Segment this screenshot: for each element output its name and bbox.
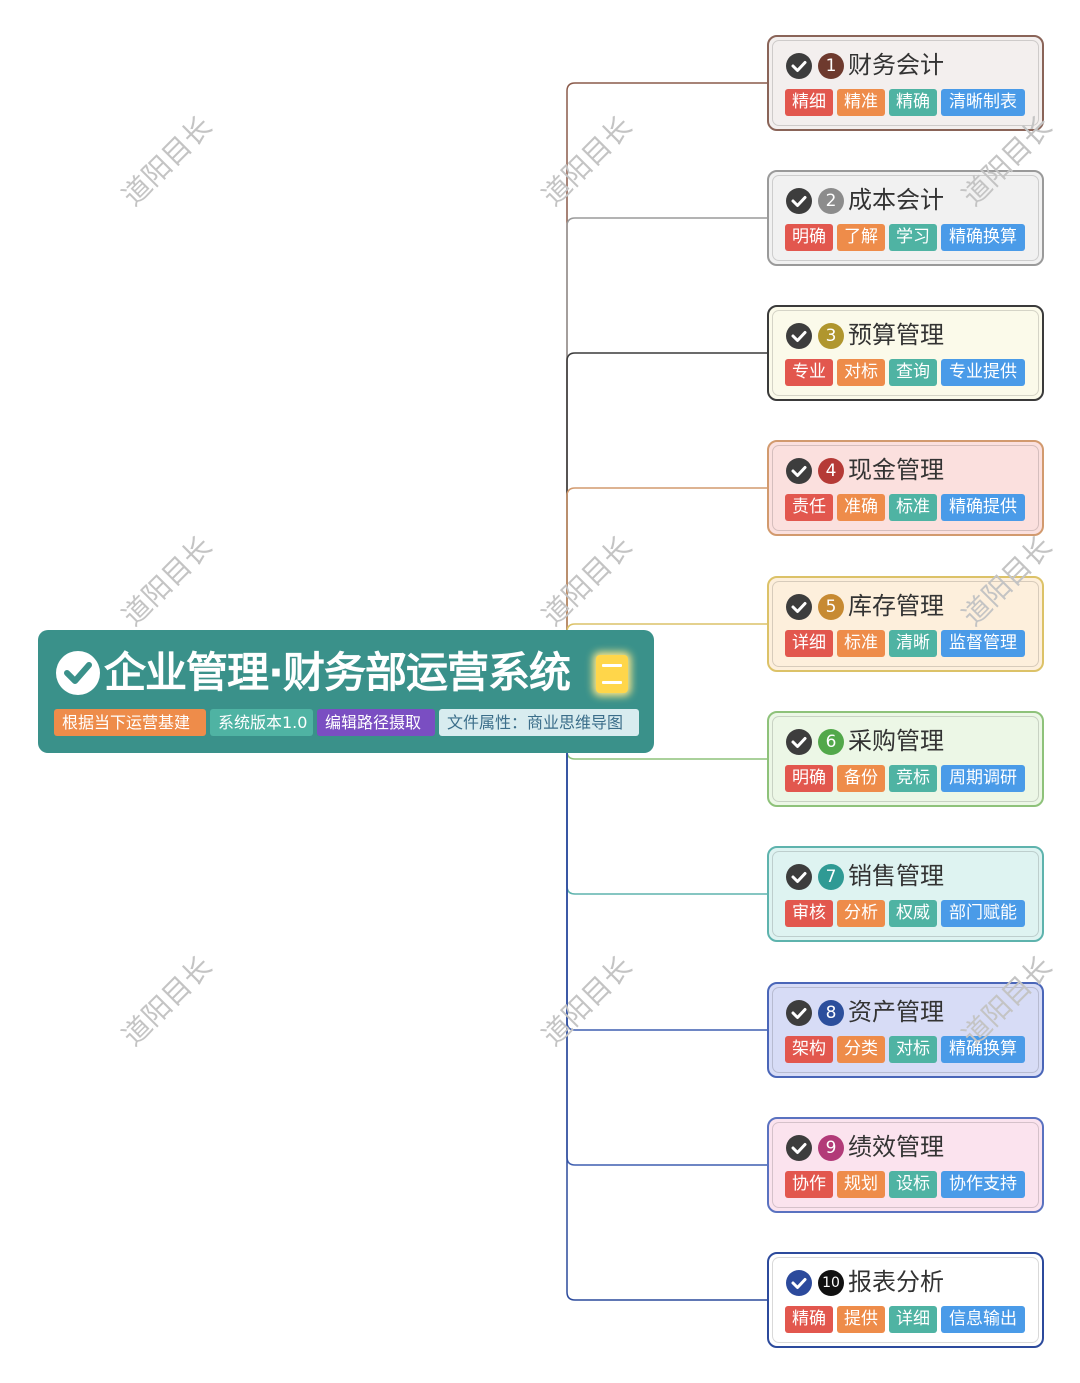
tag: 清晰 <box>889 630 937 657</box>
root-tag: 系统版本1.0 <box>210 709 313 736</box>
tag: 专业提供 <box>941 359 1025 386</box>
tag: 查询 <box>889 359 937 386</box>
branch-title: 资产管理 <box>848 998 944 1026</box>
check-circle-icon <box>786 323 812 349</box>
tag: 明确 <box>785 765 833 792</box>
check-circle-icon <box>786 188 812 214</box>
tag: 精细 <box>785 89 833 116</box>
branch-title: 成本会计 <box>848 186 944 214</box>
check-circle-icon <box>786 864 812 890</box>
tag: 提供 <box>837 1306 885 1333</box>
tag: 学习 <box>889 224 937 251</box>
tag: 了解 <box>837 224 885 251</box>
tag: 设标 <box>889 1171 937 1198</box>
connector-line <box>566 82 767 630</box>
number-badge: 9 <box>818 1135 844 1161</box>
tag: 精确提供 <box>941 494 1025 521</box>
number-badge: 2 <box>818 188 844 214</box>
connector-line <box>566 352 767 630</box>
branch-title: 销售管理 <box>848 862 944 890</box>
tag: 规划 <box>837 1171 885 1198</box>
tag: 对标 <box>889 1036 937 1063</box>
number-badge: 5 <box>818 594 844 620</box>
tag: 权威 <box>889 900 937 927</box>
check-circle-icon <box>786 729 812 755</box>
tag: 专业 <box>785 359 833 386</box>
tag: 部门赋能 <box>941 900 1025 927</box>
tag: 信息输出 <box>941 1306 1025 1333</box>
check-circle-icon <box>786 1135 812 1161</box>
connector-line <box>566 753 767 1301</box>
tag: 备份 <box>837 765 885 792</box>
tag: 标准 <box>837 630 885 657</box>
connector-line <box>566 753 767 895</box>
branch-title: 报表分析 <box>848 1268 944 1296</box>
connector-line <box>566 217 767 630</box>
check-circle-icon <box>786 594 812 620</box>
number-badge: 1 <box>818 53 844 79</box>
branch-title: 财务会计 <box>848 51 944 79</box>
branch-title: 绩效管理 <box>848 1133 944 1161</box>
root-title: 企业管理·财务部运营系统 <box>104 648 571 697</box>
check-circle-icon <box>786 458 812 484</box>
number-badge: 10 <box>818 1270 844 1296</box>
check-circle-icon <box>56 651 100 695</box>
tag: 协作支持 <box>941 1171 1025 1198</box>
tag: 监督管理 <box>941 630 1025 657</box>
root-tag: 根据当下运营基建 <box>54 709 206 736</box>
tag: 明确 <box>785 224 833 251</box>
number-badge: 8 <box>818 1000 844 1026</box>
branch-title: 现金管理 <box>848 456 944 484</box>
tag: 精确 <box>889 89 937 116</box>
root-tag: 编辑路径摄取 <box>317 709 435 736</box>
tag: 协作 <box>785 1171 833 1198</box>
tag: 精确换算 <box>941 1036 1025 1063</box>
note-icon[interactable] <box>596 655 628 693</box>
tag: 详细 <box>785 630 833 657</box>
number-badge: 6 <box>818 729 844 755</box>
connector-line <box>566 753 767 1166</box>
tag: 详细 <box>889 1306 937 1333</box>
check-circle-icon <box>786 53 812 79</box>
tag: 责任 <box>785 494 833 521</box>
tag: 清晰制表 <box>941 89 1025 116</box>
tag: 竞标 <box>889 765 937 792</box>
tag: 对标 <box>837 359 885 386</box>
tag: 架构 <box>785 1036 833 1063</box>
tag: 精确换算 <box>941 224 1025 251</box>
tag: 分类 <box>837 1036 885 1063</box>
connector-line <box>566 487 767 630</box>
tag: 标准 <box>889 494 937 521</box>
tag: 精确 <box>785 1306 833 1333</box>
number-badge: 7 <box>818 864 844 890</box>
connector-line <box>566 753 767 1031</box>
number-badge: 4 <box>818 458 844 484</box>
tag: 分析 <box>837 900 885 927</box>
check-circle-icon <box>786 1270 812 1296</box>
tag: 准确 <box>837 494 885 521</box>
tag: 审核 <box>785 900 833 927</box>
root-tag: 文件属性：商业思维导图 <box>439 709 639 736</box>
branch-title: 预算管理 <box>848 321 944 349</box>
tag: 周期调研 <box>941 765 1025 792</box>
check-circle-icon <box>786 1000 812 1026</box>
branch-title: 库存管理 <box>848 592 944 620</box>
number-badge: 3 <box>818 323 844 349</box>
branch-title: 采购管理 <box>848 727 944 755</box>
tag: 精准 <box>837 89 885 116</box>
